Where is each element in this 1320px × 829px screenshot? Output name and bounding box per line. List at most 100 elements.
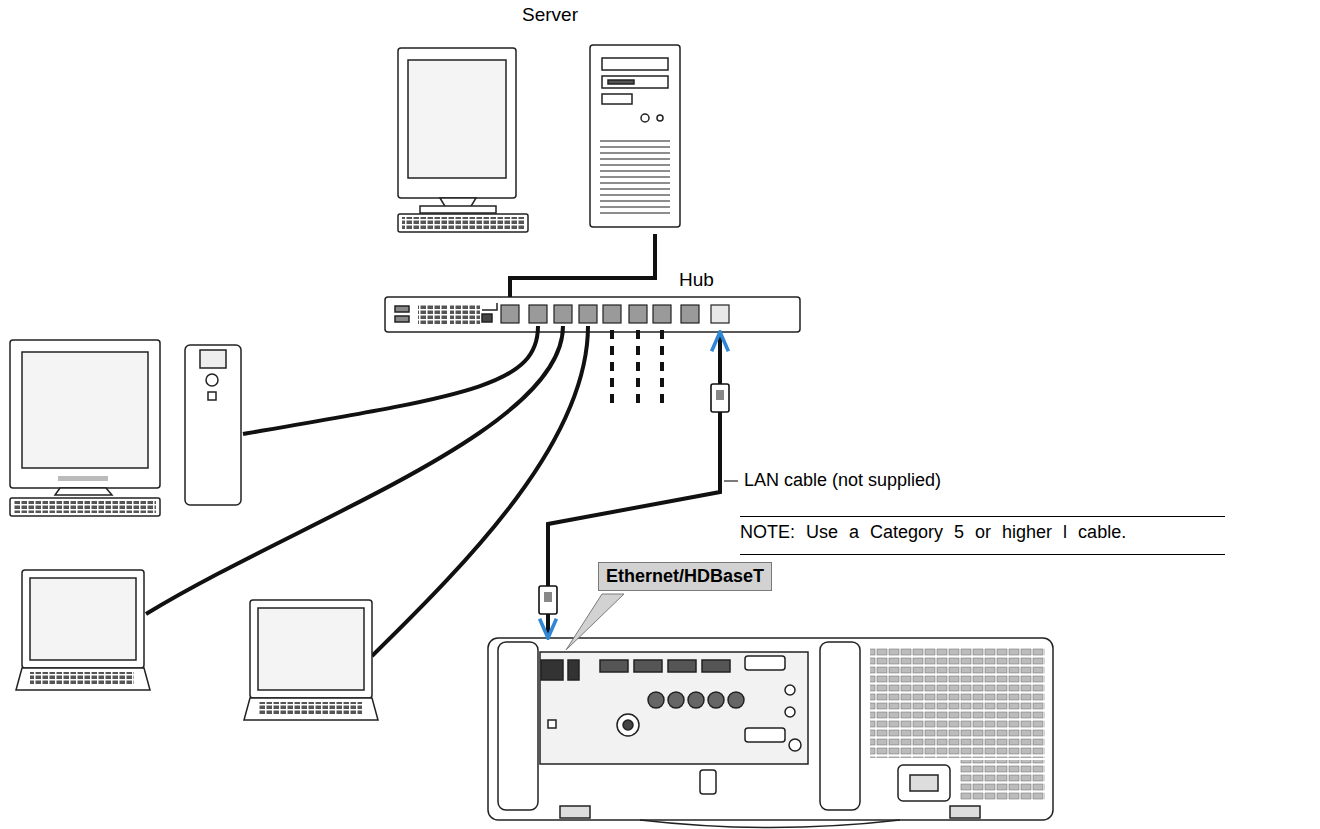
projector-body: [688, 692, 704, 708]
desktop-computer: [185, 345, 241, 505]
laptop-computer: [16, 668, 150, 690]
node-label: Server: [522, 4, 578, 26]
projector-body: [700, 770, 716, 794]
projector-body: [488, 638, 1053, 828]
hub-port: [554, 305, 572, 323]
server-monitor: [420, 206, 496, 213]
laptop-computer: [30, 672, 134, 684]
lan-wire: [372, 326, 588, 656]
projector-body: [745, 728, 785, 742]
desktop-computer: [208, 392, 216, 400]
cable-label: LAN cable (not supplied): [742, 469, 943, 492]
desktop-computer: [58, 476, 108, 481]
projector-body: [617, 714, 639, 736]
desktop-computer: [10, 340, 241, 516]
server-tower: [657, 115, 663, 121]
projector-body: [488, 638, 1053, 820]
rj45-plug: [711, 384, 729, 412]
projector-body: [960, 760, 1045, 800]
laptop-computer: [16, 570, 378, 720]
hub-body: [385, 297, 800, 332]
projector-body: [600, 660, 628, 672]
hub-port: [579, 305, 597, 323]
projector-body: [728, 692, 744, 708]
desktop-computer: [10, 498, 160, 516]
rj45-plug: [539, 586, 557, 614]
projector-body: [785, 685, 795, 695]
hub-body: [395, 316, 409, 322]
projector-body: [820, 642, 860, 810]
projector-body: [648, 692, 664, 708]
projector-body: [540, 652, 808, 764]
projector-body: [560, 806, 590, 818]
desktop-computer: [10, 340, 160, 488]
server-tower: [600, 140, 670, 218]
lan-wire: [610, 330, 614, 408]
server-tower: [590, 45, 680, 227]
projector-body: [541, 660, 563, 680]
projector-body: [668, 660, 696, 672]
laptop-computer: [258, 702, 362, 714]
hub-body: [482, 303, 497, 310]
node-label: Hub: [679, 269, 714, 291]
lan-cable: [510, 234, 655, 297]
hub-body: [482, 314, 492, 322]
laptop-computer: [250, 600, 372, 698]
server-monitor: [398, 214, 528, 232]
server-tower: [608, 80, 634, 84]
lan-cable: [548, 332, 720, 638]
projector-body: [745, 656, 785, 670]
server-tower: [602, 94, 632, 104]
hub-port: [529, 305, 547, 323]
rj45-plug: [716, 390, 724, 400]
lan-wire: [243, 326, 538, 434]
hub-body: [395, 306, 409, 312]
hub-port: [603, 305, 621, 323]
rj45-plug: [539, 586, 557, 614]
projector-body: [702, 660, 730, 672]
lan-wire: [636, 330, 640, 408]
rj45-plug: [711, 384, 729, 412]
projector-body: [950, 806, 980, 818]
server-tower: [602, 76, 668, 88]
hub-port: [711, 305, 729, 323]
server-tower: [590, 45, 680, 227]
desktop-computer: [55, 488, 112, 495]
laptop-computer: [258, 608, 364, 690]
hub-body: [450, 304, 480, 324]
projector: Ethernet/HDBaseT: [488, 638, 1053, 820]
callout-pointer: [566, 594, 624, 650]
network-hub: Hub: [385, 297, 800, 332]
projector-body: [668, 692, 684, 708]
server-tower: [602, 58, 668, 70]
lan-wire: [660, 330, 664, 408]
projector-body: [708, 692, 724, 708]
desktop-computer: [14, 501, 156, 513]
desktop-computer: [22, 352, 148, 468]
hub-port: [501, 305, 729, 323]
lan-wire: [146, 326, 662, 656]
leader-line: [724, 480, 738, 481]
hub-body: [418, 304, 448, 324]
projector-body: [568, 660, 579, 680]
server-monitor: [402, 217, 524, 229]
projector-body: [785, 707, 795, 717]
hub-port: [653, 305, 671, 323]
laptop-computer: [244, 698, 378, 720]
port-callout: Ethernet/HDBaseT: [598, 562, 772, 591]
desktop-computer: [200, 350, 226, 368]
note-text: NOTE: Use a Category 5 or higher l cable…: [740, 516, 1225, 555]
laptop-computer: [30, 578, 136, 660]
projector-body: [640, 820, 900, 828]
hub-body: [385, 297, 800, 332]
projector-body: [498, 642, 538, 810]
desktop-computer: [206, 374, 218, 386]
projector-body: [634, 660, 662, 672]
server-computer: Server: [390, 44, 682, 234]
server-monitor: [398, 48, 528, 232]
lan-wire: [146, 326, 563, 614]
projector-body: [910, 775, 938, 791]
projector-body: [789, 739, 801, 751]
